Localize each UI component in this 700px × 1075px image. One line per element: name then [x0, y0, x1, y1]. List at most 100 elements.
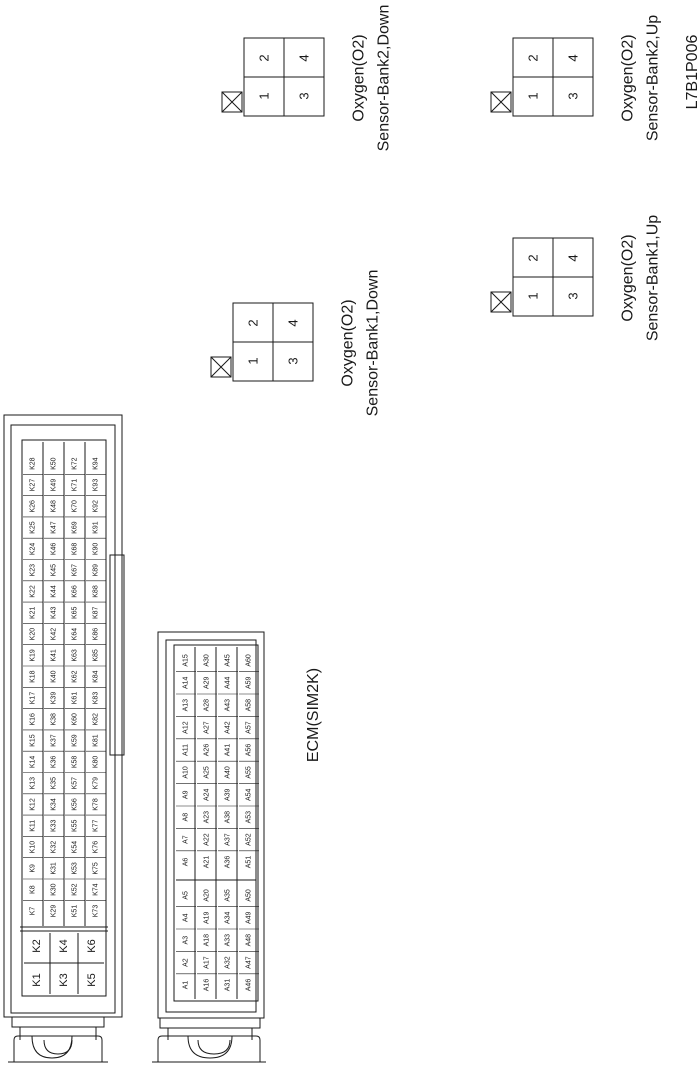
a-pin-label: A49 [246, 911, 253, 924]
k-pin-label: K94 [93, 457, 100, 470]
k-large-pin-label: K6 [86, 939, 98, 952]
k-pin-label: K63 [72, 649, 79, 662]
k-pin-label: K66 [72, 585, 79, 598]
o2-pin-label: 2 [526, 54, 541, 61]
k-pin-label: K20 [30, 628, 37, 641]
k-pin-label: K27 [30, 479, 37, 492]
a-pin-label: A57 [246, 721, 253, 734]
a-pin-label: A60 [246, 654, 253, 667]
k-pin-label: K52 [72, 883, 79, 896]
k-large-pin-label: K2 [31, 939, 43, 952]
a-pin-label: A22 [204, 833, 211, 846]
k-pin-label: K25 [30, 521, 37, 534]
o2-pin-label: 1 [246, 357, 261, 364]
o2-latch-x [490, 91, 512, 113]
ecm-a-connector [152, 631, 266, 1063]
k-pin-label: K83 [93, 692, 100, 705]
a-pin-label: A6 [183, 858, 190, 867]
k-pin-label: K21 [30, 606, 37, 619]
a-pin-label: A48 [246, 934, 253, 947]
k-pin-label: K29 [51, 905, 58, 918]
k-pin-label: K37 [51, 734, 58, 747]
k-pin-label: K69 [72, 521, 79, 534]
a-pin-label: A47 [246, 956, 253, 969]
o2-label-line1: Oxygen(O2) [340, 299, 357, 386]
k-pin-label: K19 [30, 649, 37, 662]
o2-pin-label: 3 [286, 357, 301, 364]
a-pin-label: A39 [225, 788, 232, 801]
a-pin-label: A45 [225, 654, 232, 667]
k-pin-label: K53 [72, 862, 79, 875]
k-pin-label: K50 [51, 457, 58, 470]
o2-pin-label: 3 [566, 92, 581, 99]
a-pin-label: A55 [246, 766, 253, 779]
k-pin-label: K92 [93, 500, 100, 513]
a-pin-label: A58 [246, 699, 253, 712]
k-pin-label: K13 [30, 777, 37, 790]
k-pin-label: K48 [51, 500, 58, 513]
k-pin-label: K17 [30, 692, 37, 705]
a-pin-label: A11 [183, 744, 190, 756]
a-pin-label: A23 [204, 811, 211, 824]
k-pin-label: K59 [72, 734, 79, 747]
o2-label-line2: Sensor-Bank2,Up [645, 15, 662, 141]
k-pin-label: K45 [51, 564, 58, 577]
k-pin-label: K28 [30, 457, 37, 470]
k-large-pin-label: K5 [86, 973, 98, 986]
a-pin-label: A8 [183, 813, 190, 822]
a-pin-label: A18 [204, 934, 211, 947]
o2-pin-label: 1 [526, 92, 541, 99]
k-pin-label: K58 [72, 756, 79, 769]
k-pin-label: K73 [93, 905, 100, 918]
a-pin-label: A16 [204, 979, 211, 992]
o2-latch [221, 91, 243, 113]
a-pin-label: A15 [183, 654, 190, 667]
k-pin-label: K57 [72, 777, 79, 790]
a-pin-label: A1 [183, 981, 190, 990]
a-pin-label: A10 [183, 766, 190, 779]
a-pin-label: A54 [246, 788, 253, 801]
k-pin-label: K9 [30, 864, 37, 873]
o2-latch [490, 91, 512, 113]
k-pin-label: K55 [72, 819, 79, 832]
k-pin-label: K87 [93, 606, 100, 619]
k-pin-label: K78 [93, 798, 100, 811]
a-pin-label: A41 [225, 744, 232, 757]
o2-latch-x [210, 356, 232, 378]
ecm-k-pin-labels: K7K8K9K10K11K12K13K14K15K16K17K18K19K20K… [23, 457, 106, 917]
k-pin-label: K7 [30, 907, 37, 916]
k-pin-label: K71 [72, 479, 79, 492]
k-pin-label: K44 [51, 585, 58, 598]
k-pin-label: K30 [51, 883, 58, 896]
k-pin-label: K36 [51, 756, 58, 769]
a-pin-label: A36 [225, 856, 232, 869]
a-pin-label: A32 [225, 956, 232, 969]
k-pin-label: K18 [30, 670, 37, 683]
k-pin-label: K32 [51, 841, 58, 854]
o2-label-line2: Sensor-Bank1,Up [645, 215, 662, 341]
k-pin-label: K80 [93, 756, 100, 769]
o2-latch-x [221, 91, 243, 113]
o2-label-line1: Oxygen(O2) [351, 34, 368, 121]
k-pin-label: K79 [93, 777, 100, 790]
a-pin-label: A28 [204, 699, 211, 712]
k-pin-label: K47 [51, 521, 58, 534]
a-pin-label: A56 [246, 744, 253, 757]
a-pin-label: A9 [183, 790, 190, 799]
a-pin-label: A14 [183, 676, 190, 689]
a-pin-label: A35 [225, 889, 232, 902]
a-pin-label: A38 [225, 811, 232, 824]
k-pin-label: K82 [93, 713, 100, 726]
a-pin-label: A43 [225, 699, 232, 712]
a-pin-label: A29 [204, 676, 211, 689]
drawing-code: L7B1P006 [684, 35, 700, 110]
ecm-label: ECM(SIM2K) [305, 668, 322, 762]
o2-pin-label: 3 [566, 292, 581, 299]
k-pin-label: K39 [51, 692, 58, 705]
o2-pin-label: 4 [566, 254, 581, 261]
a-pin-label: A52 [246, 833, 253, 846]
